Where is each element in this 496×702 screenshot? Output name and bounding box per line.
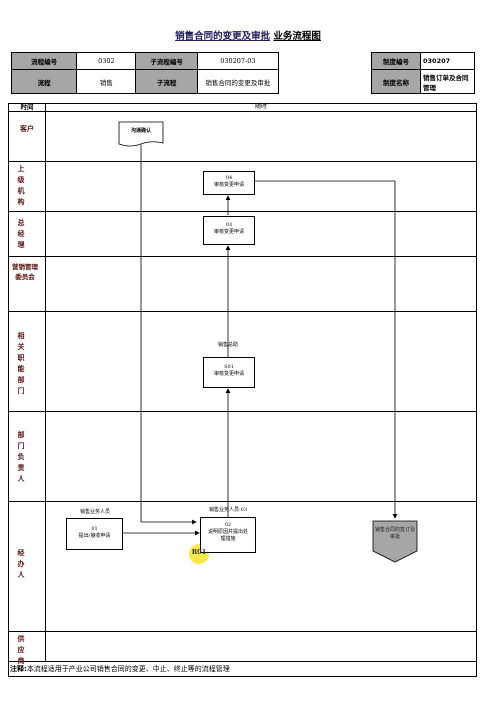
title-suffix: 业务流程图	[273, 31, 321, 42]
node-01-text: 提出/接收申请	[78, 533, 111, 539]
customer-document-shape	[118, 121, 164, 147]
reference-text: 销售合同的签订及审批	[375, 527, 416, 540]
note-row: 注释:本流程适用于产业公司销售合同的变更、中止、终止等的流程管理	[10, 664, 474, 674]
node-s01-id: S01	[224, 364, 234, 370]
node-03: 03 审核变更申请	[203, 216, 255, 245]
r01-label: R01	[191, 548, 207, 556]
lane-handler: 经办人	[17, 549, 25, 579]
time-label: 时间	[20, 103, 34, 111]
customer-document-label: 沟通确认	[130, 128, 151, 134]
node-03-text: 审核变更申请	[213, 229, 244, 235]
lane-marketing-committee: 营销管理委员会	[12, 263, 38, 281]
lane-supplier: 供应商	[17, 635, 25, 665]
h2-caption: 销售业务人员-03	[208, 507, 248, 513]
sub-process-label: 子流程	[135, 69, 198, 94]
lane-upper-org: 上级机构	[17, 165, 25, 206]
process-no-label: 流程编号	[10, 52, 78, 70]
system-no-label: 制度编号	[371, 52, 421, 70]
lane-dept-head: 部门负责人	[17, 431, 25, 483]
node-s01-text: 审核变更申请	[213, 371, 244, 377]
node-02-text: 说明原因并提出处理措施	[207, 529, 248, 542]
lane-general-manager: 总经理	[17, 219, 25, 249]
header-table: 流程编号 0302 子流程编号 030207-03 流程 销售 子流程 销售合同…	[10, 52, 280, 94]
title-main: 销售合同的变更及审批	[175, 31, 271, 42]
node-04-id: 04	[225, 175, 233, 181]
node-s01: S01 审核变更申请	[203, 357, 255, 388]
grid-frame	[8, 103, 477, 677]
note-text: 本流程适用于产业公司销售合同的变更、中止、终止等的流程管理	[26, 665, 230, 673]
page-title: 销售合同的变更及审批 业务流程图	[0, 28, 496, 42]
process-label: 流程	[10, 69, 78, 94]
process-value: 销售	[76, 69, 137, 94]
h1-caption: 销售业务人员	[79, 509, 110, 515]
system-table: 制度编号 030207 制度名称 销售订单及合同管理	[371, 52, 475, 94]
reference-shape	[372, 520, 418, 563]
node-04: 04 审核变更申请	[203, 171, 255, 195]
time-value: 随时	[254, 103, 267, 110]
system-name-label: 制度名称	[371, 69, 421, 94]
node-01: 01 提出/接收申请	[66, 518, 123, 550]
node-02-id: 02	[224, 522, 232, 528]
lane-customer: 客户	[20, 125, 34, 133]
node-01-id: 01	[91, 526, 98, 532]
lane-related-dept: 相关职能部门	[17, 332, 25, 395]
node-02: 02 说明原因并提出处理措施	[200, 517, 256, 553]
sub-process-value: 销售合同的变更及审批	[196, 69, 280, 94]
node-03-id: 03	[225, 222, 233, 228]
node-04-text: 审核变更申请	[213, 182, 244, 188]
dept-caption: 销售总助	[217, 342, 238, 348]
system-name-value: 销售订单及合同管理	[420, 69, 475, 94]
note-label: 注释:	[10, 665, 27, 673]
